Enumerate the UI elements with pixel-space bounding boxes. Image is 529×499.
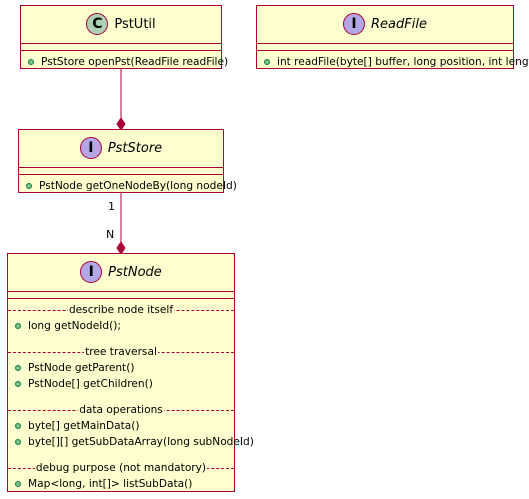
method-signature: int readFile(byte[] buffer, long positio…	[277, 56, 529, 68]
method-signature: long getNodeId();	[28, 320, 121, 332]
method-signature: PstStore openPst(ReadFile readFile)	[41, 56, 229, 68]
methods-compartment: int readFile(byte[] buffer, long positio…	[257, 51, 529, 73]
method-signature: PstNode getOneNodeBy(long nodeId)	[39, 180, 237, 192]
section-title: data operations	[78, 404, 164, 416]
methods-compartment: PstNode getOneNodeBy(long nodeId)	[19, 175, 237, 197]
method-row: PstNode getOneNodeBy(long nodeId)	[19, 178, 237, 194]
public-visibility-icon	[15, 439, 21, 445]
method-signature: PstNode[] getChildren()	[28, 378, 153, 390]
interface-stereotype-icon: I	[79, 137, 102, 159]
public-visibility-icon	[15, 481, 21, 487]
interface-pststore[interactable]: I PstStore PstNode getOneNodeBy(long nod…	[18, 129, 237, 193]
class-header: I PstStore	[19, 130, 223, 168]
interface-name: PstNode	[108, 264, 162, 280]
section-separator: debug purpose (not mandatory)	[8, 460, 234, 476]
class-header: I ReadFile	[257, 6, 513, 44]
method-row: PstNode[] getChildren()	[8, 376, 234, 392]
fields-compartment	[257, 44, 513, 51]
class-stereotype-icon: C	[86, 13, 109, 35]
class-name: PstUtil	[114, 16, 156, 32]
public-visibility-icon	[15, 423, 21, 429]
method-row: PstStore openPst(ReadFile readFile)	[21, 54, 228, 70]
method-signature: PstNode getParent()	[28, 362, 135, 374]
section-title: describe node itself	[67, 304, 175, 316]
method-row: byte[] getMainData()	[8, 418, 234, 434]
interface-stereotype-icon: I	[80, 261, 103, 283]
interface-pstnode[interactable]: I PstNode describe node itself long getN…	[7, 253, 254, 495]
methods-compartment: describe node itself long getNodeId(); t…	[8, 299, 254, 495]
fields-compartment	[8, 292, 234, 299]
multiplicity-target: N	[106, 228, 115, 241]
public-visibility-icon	[15, 323, 21, 329]
public-visibility-icon	[15, 381, 21, 387]
method-row: byte[][] getSubDataArray(long subNodeId)	[8, 434, 254, 450]
section-separator: describe node itself	[8, 302, 234, 318]
public-visibility-icon	[26, 183, 32, 189]
method-signature: byte[][] getSubDataArray(long subNodeId)	[28, 436, 254, 448]
public-visibility-icon	[264, 59, 270, 65]
public-visibility-icon	[28, 59, 34, 65]
interface-readfile[interactable]: I ReadFile int readFile(byte[] buffer, l…	[256, 5, 529, 69]
class-header: I PstNode	[8, 254, 234, 292]
method-signature: Map<long, int[]> listSubData()	[28, 478, 193, 490]
methods-compartment: PstStore openPst(ReadFile readFile)	[21, 51, 228, 73]
fields-compartment	[19, 168, 223, 175]
fields-compartment	[21, 44, 221, 51]
method-row: int readFile(byte[] buffer, long positio…	[257, 54, 529, 70]
public-visibility-icon	[15, 365, 21, 371]
class-header: C PstUtil	[21, 6, 221, 44]
interface-name: ReadFile	[371, 16, 427, 32]
method-row: long getNodeId();	[8, 318, 234, 334]
section-title: tree traversal	[84, 346, 158, 358]
interface-stereotype-icon: I	[343, 13, 366, 35]
section-separator: data operations	[8, 402, 234, 418]
method-row: Map<long, int[]> listSubData()	[8, 476, 234, 492]
section-separator: tree traversal	[8, 344, 234, 360]
method-row: PstNode getParent()	[8, 360, 234, 376]
composition-pstutil-pststore	[116, 69, 126, 131]
multiplicity-source: 1	[108, 200, 115, 213]
interface-name: PstStore	[107, 140, 163, 156]
method-signature: byte[] getMainData()	[28, 420, 140, 432]
section-title: debug purpose (not mandatory)	[34, 462, 208, 474]
class-pstutil[interactable]: C PstUtil PstStore openPst(ReadFile read…	[20, 5, 228, 69]
composition-pststore-pstnode	[116, 193, 126, 255]
